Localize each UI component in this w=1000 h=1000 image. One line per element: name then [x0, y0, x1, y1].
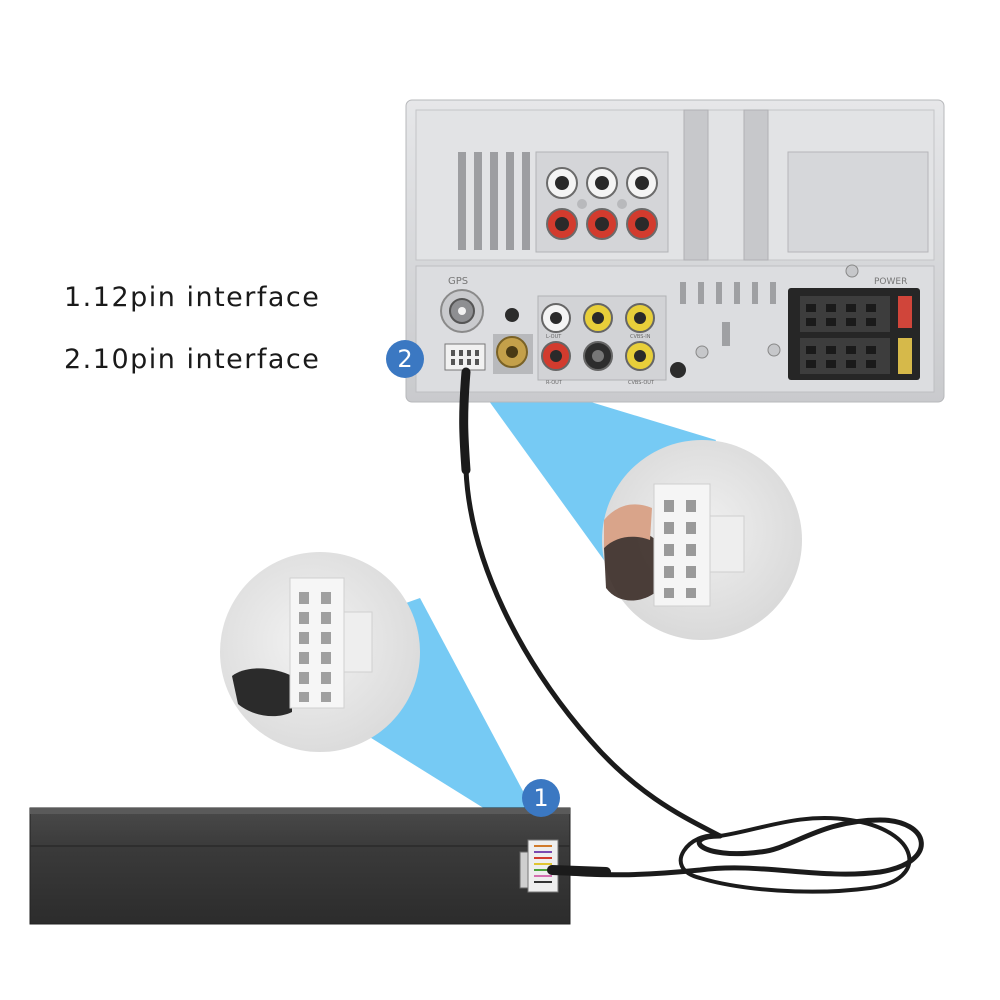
badge-one: 1 — [522, 779, 560, 817]
module-box — [29, 807, 571, 925]
badge-two: 2 — [386, 340, 424, 378]
legend-10pin-interface: 2.10pin interface — [64, 344, 321, 375]
head-unit: GPS L-OUT R- — [405, 99, 945, 403]
antenna-jack: GPS — [440, 276, 484, 333]
zoom-10pin-connector — [602, 440, 802, 640]
svg-text:POWER: POWER — [874, 277, 907, 287]
rca-lower-jacks — [541, 303, 655, 371]
vent-slots — [458, 152, 530, 250]
svg-text:CVBS-IN: CVBS-IN — [630, 334, 651, 340]
svg-text:R-OUT: R-OUT — [546, 380, 563, 386]
10pin-port — [444, 343, 486, 371]
antenna-gold-jack — [493, 334, 533, 374]
iso-power-connector: POWER — [788, 277, 920, 380]
legend-12pin-interface: 1.12pin interface — [64, 282, 321, 313]
rca-red-jack — [546, 208, 658, 240]
zoom-12pin-connector — [220, 552, 420, 752]
svg-text:CVBS-OUT: CVBS-OUT — [628, 380, 655, 386]
svg-text:L-OUT: L-OUT — [546, 334, 562, 340]
12pin-connector — [519, 839, 559, 893]
harness-cable — [459, 367, 924, 894]
svg-text:GPS: GPS — [448, 276, 468, 287]
rca-white-jack — [546, 167, 658, 199]
